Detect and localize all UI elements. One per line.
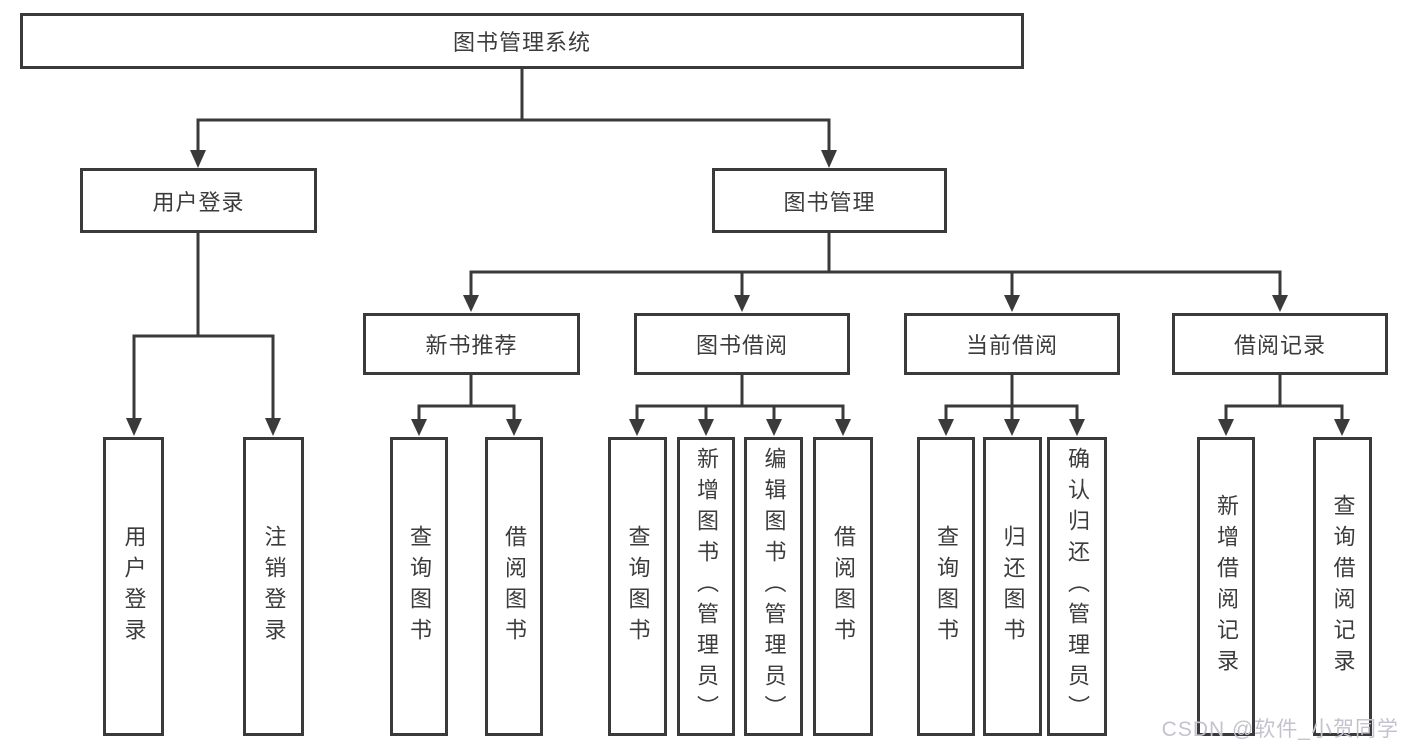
node-new-book-recommend: 新书推荐: [363, 313, 580, 375]
node-borrow-records: 借阅记录: [1172, 313, 1388, 375]
leaf-borrow-query-books-label: 查询图书: [625, 524, 651, 649]
leaf-newbook-query-books: 查询图书: [390, 437, 448, 736]
leaf-logout-label: 注销登录: [261, 524, 287, 649]
leaf-query-borrow-record-label: 查询借阅记录: [1330, 493, 1356, 680]
leaf-add-borrow-record: 新增借阅记录: [1197, 437, 1255, 736]
leaf-add-borrow-record-label: 新增借阅记录: [1214, 493, 1239, 680]
leaf-confirm-return-admin: 确认归还（管理员）: [1047, 437, 1107, 736]
leaf-confirm-return-admin-label: 确认归还（管理员）: [1065, 447, 1090, 726]
node-book-mgmt-label: 图书管理: [783, 189, 876, 215]
leaf-query-borrow-record: 查询借阅记录: [1313, 437, 1372, 736]
leaf-user-login-label: 用户登录: [121, 524, 147, 649]
leaf-newbook-borrow-books: 借阅图书: [485, 437, 543, 736]
leaf-newbook-borrow-books-label: 借阅图书: [502, 524, 527, 649]
connector-current-borrow: [938, 373, 1085, 436]
node-current-borrow-label: 当前借阅: [965, 333, 1058, 358]
node-new-book-recommend-label: 新书推荐: [425, 333, 518, 358]
leaf-current-query-books-label: 查询图书: [934, 524, 959, 649]
node-root-label: 图书管理系统: [452, 30, 591, 55]
leaf-logout: 注销登录: [243, 437, 304, 736]
node-book-mgmt: 图书管理: [712, 168, 947, 233]
leaf-newbook-query-books-label: 查询图书: [407, 524, 432, 649]
connector-root: [190, 67, 837, 168]
leaf-user-login: 用户登录: [103, 437, 164, 736]
node-root: 图书管理系统: [20, 13, 1024, 69]
leaf-edit-books-admin: 编辑图书（管理员）: [744, 437, 803, 736]
connector-user-login: [126, 231, 281, 436]
leaf-current-query-books: 查询图书: [917, 437, 975, 736]
leaf-return-books: 归还图书: [983, 437, 1042, 736]
node-user-login: 用户登录: [80, 168, 317, 233]
connector-book-mgmt: [463, 231, 1288, 312]
leaf-return-books-label: 归还图书: [1000, 524, 1026, 649]
leaf-borrow-query-books: 查询图书: [608, 437, 667, 736]
leaf-add-books-admin-label: 新增图书（管理员）: [694, 447, 719, 726]
connector-borrow-records: [1218, 373, 1350, 436]
watermark: CSDN @软件_小贺同学: [1161, 718, 1399, 741]
node-book-borrow-label: 图书借阅: [695, 333, 788, 358]
node-borrow-records-label: 借阅记录: [1233, 333, 1326, 358]
connector-book-borrow: [629, 373, 851, 436]
leaf-add-books-admin: 新增图书（管理员）: [677, 437, 735, 736]
connector-new-book: [411, 373, 522, 436]
leaf-borrow-books-label: 借阅图书: [831, 524, 856, 649]
leaf-edit-books-admin-label: 编辑图书（管理员）: [761, 447, 787, 726]
node-current-borrow: 当前借阅: [904, 313, 1120, 375]
node-book-borrow: 图书借阅: [634, 313, 850, 375]
node-user-login-label: 用户登录: [152, 189, 245, 215]
leaf-borrow-books: 借阅图书: [813, 437, 873, 736]
